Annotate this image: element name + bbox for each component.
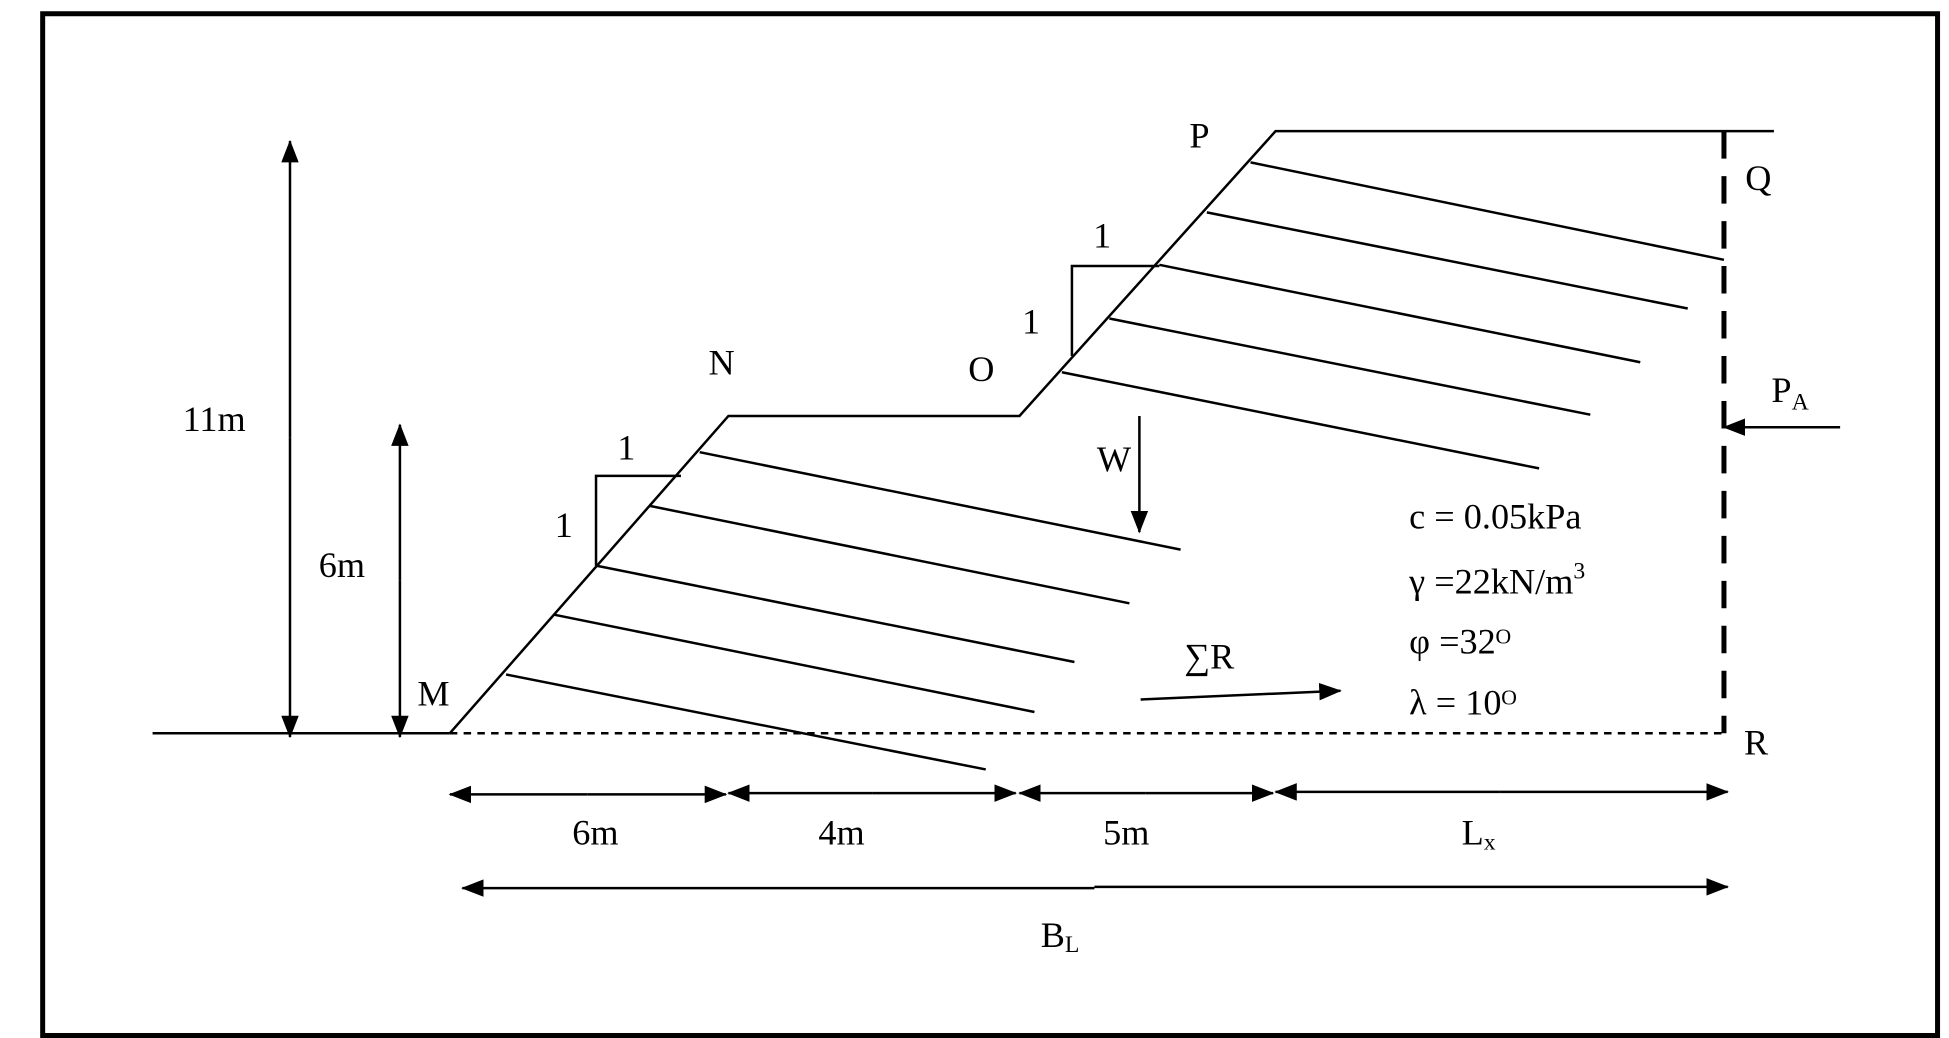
height-dimensions: 11m 6m — [183, 139, 409, 739]
horizontal-dimensions: 6m 4m 5m Lx BL — [448, 783, 1729, 958]
slope-surface — [448, 129, 1774, 735]
frame — [40, 11, 1941, 1038]
unit-weight-label: γ =22kN/m3 — [1408, 558, 1585, 601]
slope-ratio-lower: 1 1 — [555, 428, 681, 566]
dim-lx-label: Lx — [1462, 812, 1496, 855]
point-n: N — [708, 343, 734, 383]
reinforcement-line — [1109, 317, 1591, 416]
resultant-label: ∑R — [1184, 636, 1235, 676]
slope-ratio-upper: 1 1 — [1022, 215, 1160, 356]
ground-profile — [152, 129, 1774, 735]
dim-4m-label: 4m — [818, 812, 864, 852]
dim-bl-label: BL — [1041, 915, 1080, 958]
slope-v-label: 1 — [1022, 302, 1040, 342]
reinforcement-line — [597, 564, 1075, 664]
point-m: M — [417, 674, 449, 714]
cohesion-label: c = 0.05kPa — [1409, 496, 1581, 536]
slope-v-label: 1 — [555, 505, 573, 545]
point-labels: M N O P Q R — [417, 115, 1771, 762]
point-q: Q — [1745, 158, 1771, 198]
forces: W ∑R PA — [1097, 370, 1841, 701]
height-11m-label: 11m — [183, 399, 246, 439]
friction-angle-label: φ =32ᴼ — [1409, 621, 1511, 661]
dim-6m-label: 6m — [572, 812, 618, 852]
resultant-arrow — [1140, 682, 1342, 701]
active-pressure-label: PA — [1771, 370, 1808, 415]
reinforcement-line — [505, 673, 986, 771]
dim-5m-label: 5m — [1103, 812, 1149, 852]
reinforcement-line — [1250, 161, 1725, 262]
reinforcement-line — [1159, 263, 1641, 364]
soil-parameters: c = 0.05kPa γ =22kN/m3 φ =32ᴼ λ = 10ᴼ — [1408, 496, 1585, 722]
slope-h-label: 1 — [617, 428, 635, 468]
weight-label: W — [1097, 439, 1132, 479]
point-r: R — [1744, 722, 1769, 762]
reinforcement-line — [553, 613, 1035, 714]
point-o: O — [968, 349, 994, 389]
reinforcement-line — [649, 504, 1130, 605]
reinforcement-line — [1206, 211, 1688, 310]
reinforcement-layers — [505, 161, 1725, 771]
slope-h-label: 1 — [1093, 215, 1111, 255]
reinforcement-line — [699, 450, 1181, 551]
reinforcement-line — [1061, 371, 1540, 470]
inclination-label: λ = 10ᴼ — [1409, 682, 1516, 722]
point-p: P — [1189, 115, 1209, 155]
height-6m-label: 6m — [319, 545, 365, 585]
